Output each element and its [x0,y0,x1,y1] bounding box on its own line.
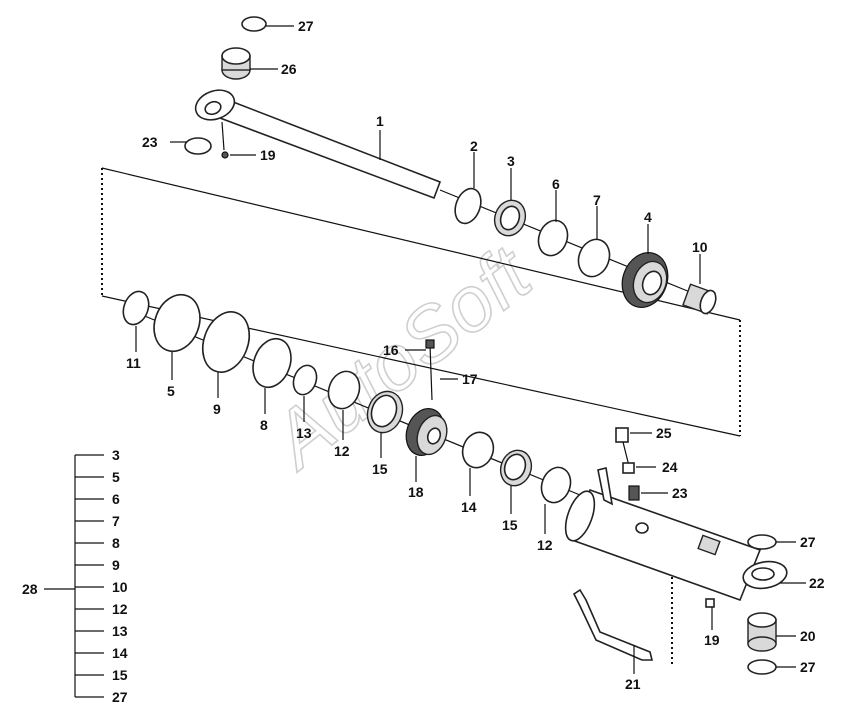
callout-16: 16 [383,342,399,358]
piston-rod [194,89,442,200]
callout-5: 5 [167,383,175,399]
callout-2: 2 [470,138,478,154]
part-27-ring-bottom [747,659,777,675]
part-15-ring-b [499,449,533,487]
callout-24: 24 [662,459,678,475]
rod-seal-ring-top [241,16,267,32]
rod-grease-nipple [221,121,229,159]
callout-26: 26 [281,61,297,77]
kit-label: 28 [22,581,38,597]
part-24-washer [622,462,635,474]
part-12-ring-b [540,466,572,504]
callout-19-barrel: 19 [704,632,720,648]
kit-item-label: 12 [112,601,128,617]
callout-15-left: 15 [372,461,388,477]
part-18-piston [405,408,448,456]
callout-23-rod: 23 [142,134,158,150]
kit-item-label: 15 [112,667,128,683]
kit-item-label: 13 [112,623,128,639]
part-8-ring [252,337,292,389]
callout-25: 25 [656,425,672,441]
callout-14: 14 [461,499,477,515]
watermark: AutoSoft [253,228,549,486]
part-16-screw [425,339,435,401]
part-6-seal [537,219,569,257]
callout-27-bottom: 27 [800,659,816,675]
cylinder-barrel [564,467,788,602]
part-15-ring [366,390,404,434]
seal-kit-bracket: 28 3 5 6 7 8 9 10 12 13 14 15 27 [22,447,128,705]
callout-27-top: 27 [298,18,314,34]
callout-4: 4 [644,209,652,225]
callout-13: 13 [296,425,312,441]
callout-10: 10 [692,239,708,255]
part-2-ring [454,187,482,225]
callout-18: 18 [408,484,424,500]
rod-eye-bushing [221,47,251,80]
kit-item-label: 6 [112,491,120,507]
kit-item-label: 7 [112,513,120,529]
kit-item-label: 3 [112,447,120,463]
callout-23-barrel: 23 [672,485,688,501]
callout-12-left: 12 [334,443,350,459]
kit-item-label: 8 [112,535,120,551]
callout-21: 21 [625,676,641,692]
callout-3: 3 [507,153,515,169]
part-7-ring [577,238,611,278]
callout-20: 20 [800,628,816,644]
kit-item-list: 3 5 6 7 8 9 10 12 13 14 15 27 [75,447,128,705]
part-10-bushing [682,283,717,315]
callout-27-mid: 27 [800,534,816,550]
callout-7: 7 [593,192,601,208]
part-3-wiper [493,199,527,237]
callout-22: 22 [809,575,825,591]
callout-8: 8 [260,417,268,433]
callout-12-right: 12 [537,537,553,553]
leader-lines [135,25,806,674]
part-5-ring [153,293,201,353]
callout-11: 11 [126,355,141,371]
part-23-clamp [628,485,640,501]
callout-9: 9 [213,401,221,417]
part-12-ring [327,370,361,410]
callout-6: 6 [552,176,560,192]
part-21-hydraulic-tube [572,588,654,661]
kit-item-label: 5 [112,469,120,485]
part-19-grease-nipple [705,598,715,608]
part-14-ring [461,431,495,469]
callouts: 27 26 23 19 1 2 3 6 7 4 10 11 5 9 8 13 1… [126,18,825,692]
kit-item-label: 27 [112,689,128,705]
part-20-bushing [747,612,777,652]
part-11-ring [122,290,150,326]
kit-item-label: 14 [112,645,128,661]
rod-snap-ring [184,137,212,155]
callout-17: 17 [462,371,478,387]
kit-item-label: 10 [112,579,128,595]
callout-1: 1 [376,113,384,129]
part-9-ring [201,311,251,373]
part-13-ring [292,364,318,396]
callout-19-rod: 19 [260,147,276,163]
callout-15-right: 15 [502,517,518,533]
part-27-ring-mid [747,534,777,550]
part-4-gland [621,252,669,308]
kit-item-label: 9 [112,557,120,573]
